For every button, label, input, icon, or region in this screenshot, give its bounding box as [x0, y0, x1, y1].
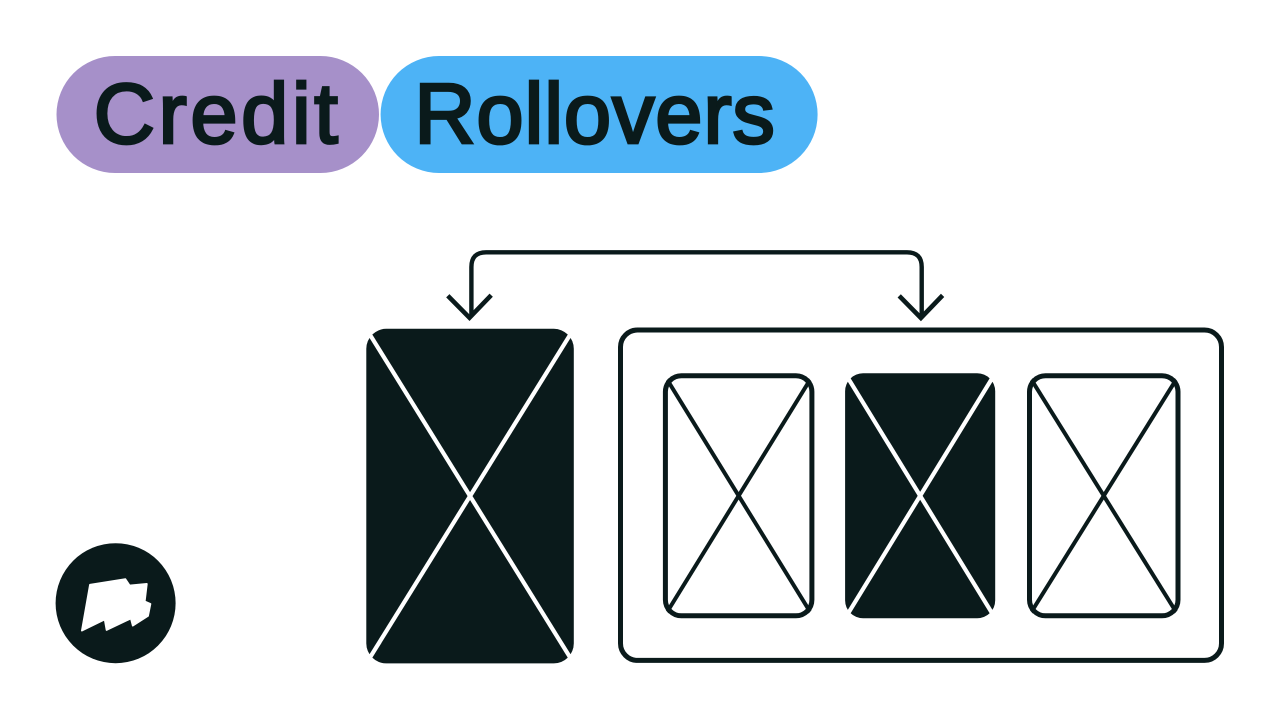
svg-text:Rollovers: Rollovers: [414, 67, 775, 162]
svg-text:Credit: Credit: [94, 67, 342, 162]
